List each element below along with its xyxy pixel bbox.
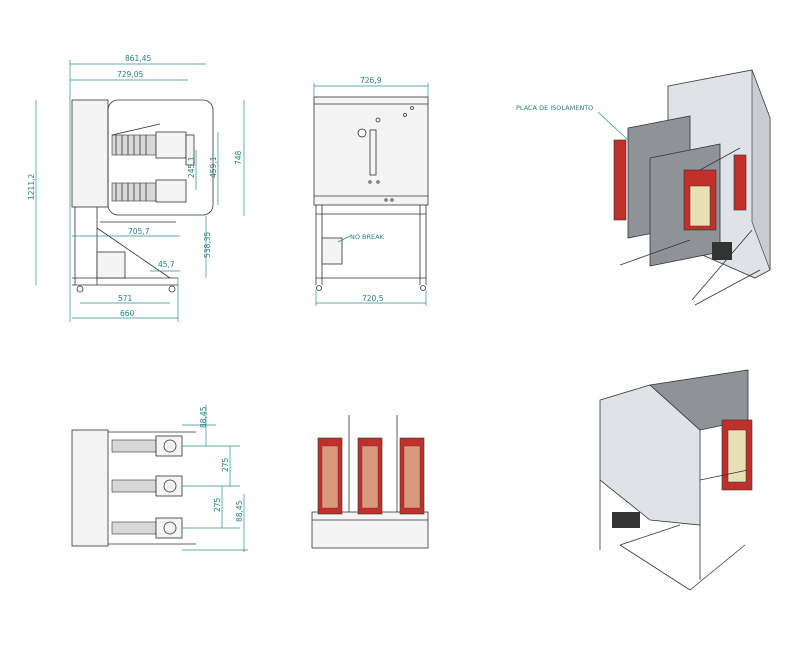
dim-lower-7057: 705,7: [128, 227, 150, 236]
dim-top-8845-a: 88,45: [199, 406, 208, 428]
dim-front-bottom-width: 720,5: [362, 294, 384, 303]
dim-base-571: 571: [118, 294, 133, 303]
side-view-cabinet: [71, 99, 109, 208]
dim-upper-width: 729,05: [117, 70, 143, 79]
rear-view: [311, 415, 429, 549]
side-view-plate: [107, 99, 214, 216]
dim-height-4591: 459,1: [209, 156, 218, 178]
top-view-pole-2: [111, 475, 183, 497]
top-view: 88,45 275 275 88,45: [71, 405, 248, 552]
rear-view-pole-3: [399, 437, 425, 515]
label-no-break: NO BREAK: [350, 233, 385, 241]
dim-height-53835: 538,35: [203, 232, 212, 258]
isometric-view-lower: [599, 369, 753, 591]
rear-view-pole-2: [357, 437, 383, 515]
dim-base-660: 660: [120, 309, 135, 318]
dim-top-8845-b: 88,45: [235, 500, 244, 522]
dim-height-total: 1211,2: [27, 174, 36, 200]
dim-front-top-width: 726,9: [360, 76, 382, 85]
top-view-frame: [71, 429, 109, 547]
side-view-pole-upper: [111, 131, 187, 159]
top-view-pole-1: [111, 435, 183, 457]
side-view-pole-lower: [111, 179, 187, 203]
rear-view-base: [311, 511, 429, 549]
dim-top-275-b: 275: [213, 497, 222, 512]
dim-height-2451: 245,1: [187, 156, 196, 178]
top-view-pole-3: [111, 517, 183, 539]
dim-height-748: 748: [234, 150, 243, 165]
rear-view-pole-1: [317, 437, 343, 515]
dim-offset-457: 45,7: [158, 260, 175, 269]
isometric-view-upper: PLACA DE ISOLAMENTO: [516, 69, 771, 306]
front-view-panel: [313, 96, 429, 206]
front-view: NO BREAK 726,9 720,5: [313, 76, 429, 306]
label-placa-isolamento: PLACA DE ISOLAMENTO: [516, 104, 593, 112]
dim-top-275-a: 275: [221, 457, 230, 472]
dim-overall-width: 861,45: [125, 54, 151, 63]
side-view: 861,45 729,05 1211,2 748 459,1 245,1 705…: [27, 54, 245, 322]
